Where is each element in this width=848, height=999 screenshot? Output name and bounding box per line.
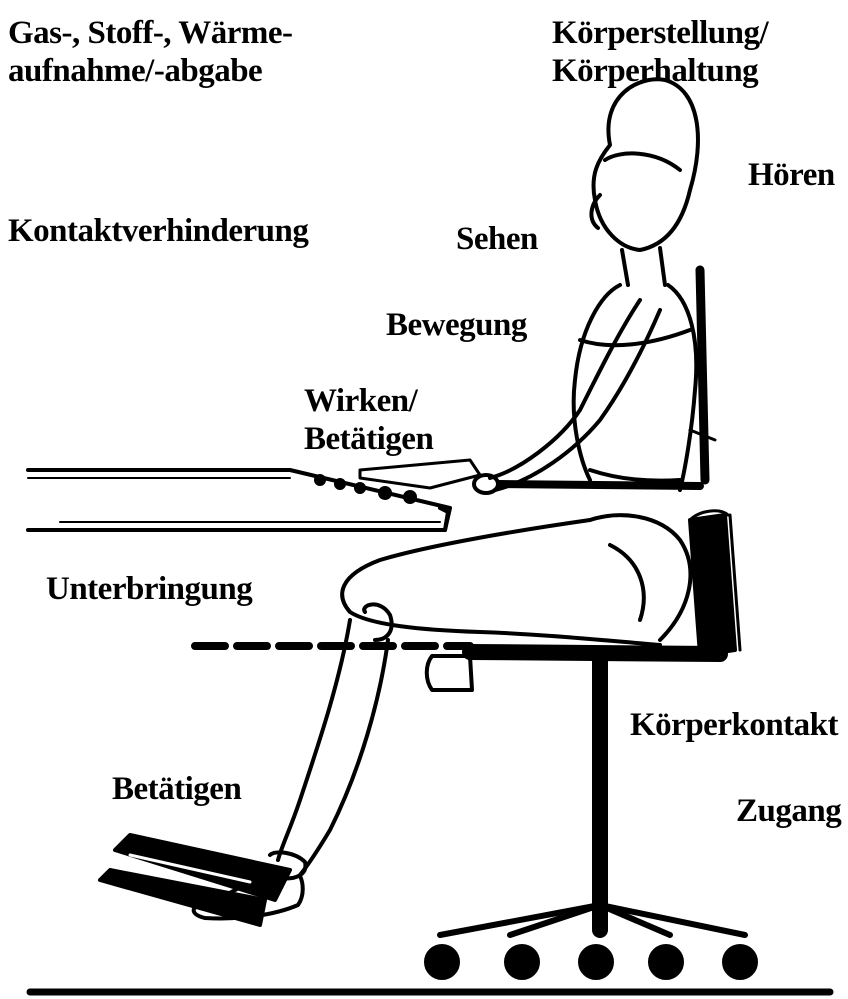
label-hearing: Hören xyxy=(748,156,835,194)
label-posture: Körperstellung/ Körperhaltung xyxy=(552,14,768,90)
label-acting: Wirken/ Betätigen xyxy=(304,382,433,458)
seat xyxy=(427,652,720,690)
label-contact-prevention: Kontaktverhinderung xyxy=(8,212,308,250)
label-access: Zugang xyxy=(736,792,841,830)
label-body-contact: Körperkontakt xyxy=(630,706,838,744)
label-movement: Bewegung xyxy=(386,306,527,344)
head xyxy=(591,79,698,285)
desk xyxy=(28,470,450,530)
lower-leg xyxy=(270,620,388,878)
chair-base xyxy=(426,905,756,978)
backrest-post xyxy=(690,270,715,480)
label-operating: Betätigen xyxy=(112,770,241,808)
thigh xyxy=(342,515,690,645)
label-seeing: Sehen xyxy=(456,220,538,258)
label-gas-exchange: Gas-, Stoff-, Wärme- aufnahme/-abgabe xyxy=(8,14,293,90)
backrest xyxy=(690,511,740,655)
armrest xyxy=(500,484,700,486)
label-accommodation: Unterbringung xyxy=(46,570,252,608)
